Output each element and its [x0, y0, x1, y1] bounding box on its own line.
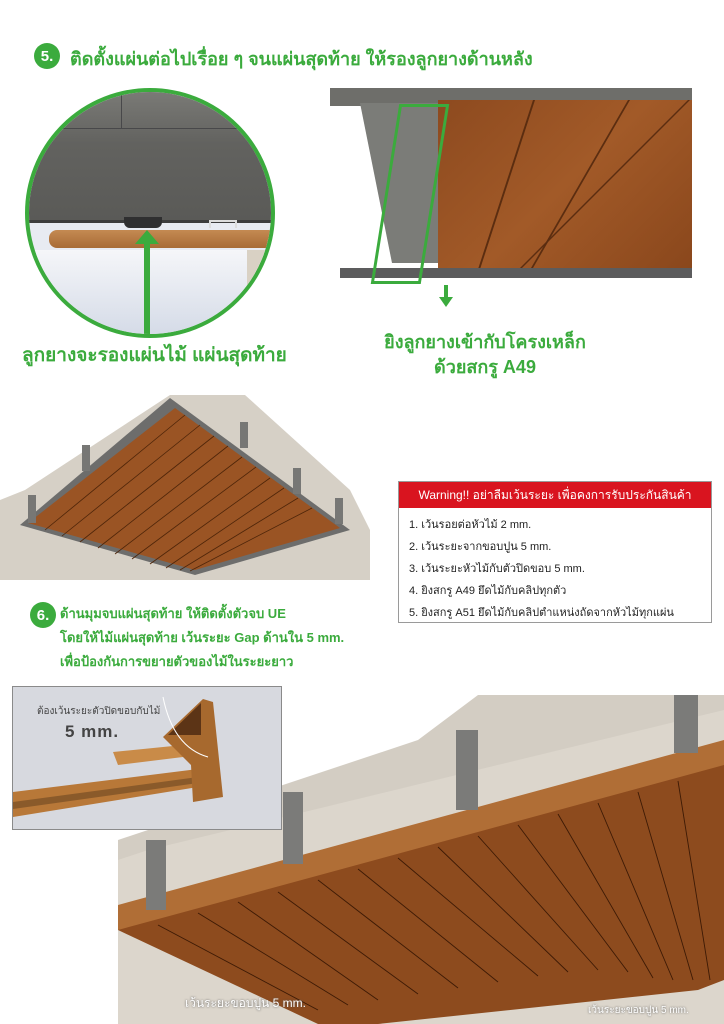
arrow-down-icon — [439, 297, 453, 307]
warning-box: Warning!! อย่าลืมเว้นระยะ เพื่อคงการรับป… — [398, 481, 712, 623]
step-6-badge: 6. — [30, 602, 56, 628]
slab-joint — [59, 128, 271, 129]
arrow-shaft — [444, 285, 448, 301]
edge-trim-illustration — [13, 696, 223, 817]
step-6-line: โดยให้ไม้แผ่นสุดท้าย เว้นระยะ Gap ด้านใน… — [60, 630, 345, 645]
warning-item: 5. ยิงสกรู A51 ยึดไม้กับคลิปตำแหน่งถัดจา… — [409, 607, 674, 619]
render-label-right: เว้นระยะขอบปูน 5 mm. — [588, 1005, 689, 1016]
ceiling-overview-render — [0, 395, 370, 580]
step-5-title: ติดตั้งแผ่นต่อไปเรื่อย ๆ จนแผ่นสุดท้าย ใ… — [70, 49, 533, 69]
clip — [209, 220, 237, 228]
render-caption-line2: ด้วยสกรู A49 — [434, 357, 536, 377]
floor-beam — [340, 268, 692, 278]
warning-item: 1. เว้นรอยต่อหัวไม้ 2 mm. — [409, 519, 532, 531]
warning-list: 1. เว้นรอยต่อหัวไม้ 2 mm. 2. เว้นระยะจาก… — [399, 508, 711, 630]
slab-joint — [121, 92, 122, 128]
warning-item: 3. เว้นระยะหัวไม้กับตัวปิดขอบ 5 mm. — [409, 563, 585, 575]
step-6-text: ด้านมุมจบแผ่นสุดท้าย ให้ติดตั้งตัวจบ UE … — [60, 602, 344, 674]
panel-groove — [478, 100, 535, 268]
wood-panels — [438, 100, 692, 268]
arrow-shaft — [144, 238, 150, 334]
step-5-badge: 5. — [34, 43, 60, 69]
background — [29, 250, 271, 334]
wood-board — [49, 230, 271, 248]
step-6-line: ด้านมุมจบแผ่นสุดท้าย ให้ติดตั้งตัวจบ UE — [60, 606, 286, 621]
warning-item: 2. เว้นระยะจากขอบปูน 5 mm. — [409, 541, 552, 553]
inset-value: 5 mm. — [65, 722, 120, 741]
ceiling-edge-render — [118, 695, 724, 1024]
warning-item: 4. ยิงสกรู A49 ยึดไม้กับคลิปทุกตัว — [409, 585, 567, 597]
step-6-line: เพื่อป้องกันการขยายตัวของไม้ในระยะยาว — [60, 654, 294, 669]
edge-trim-detail: ต้องเว้นระยะตัวปิดขอบกับไม้ 5 mm. — [12, 686, 282, 830]
concrete-slab — [29, 92, 271, 222]
panel-groove — [520, 100, 690, 268]
render-caption-line1: ยิงลูกยางเข้ากับโครงเหล็ก — [384, 332, 586, 352]
warning-header: Warning!! อย่าลืมเว้นระยะ เพื่อคงการรับป… — [399, 482, 711, 508]
frame-render — [330, 88, 692, 283]
render-label-left: เว้นระยะขอบปูน 5 mm. — [185, 996, 306, 1010]
rubber-support-closeup — [25, 88, 275, 338]
wall-section — [247, 250, 271, 330]
inset-label: ต้องเว้นระยะตัวปิดขอบกับไม้ — [37, 706, 161, 717]
arrow-up-icon — [135, 230, 159, 244]
rubber-pad — [124, 217, 162, 228]
magnifier-caption: ลูกยางจะรองแผ่นไม้ แผ่นสุดท้าย — [22, 345, 287, 366]
